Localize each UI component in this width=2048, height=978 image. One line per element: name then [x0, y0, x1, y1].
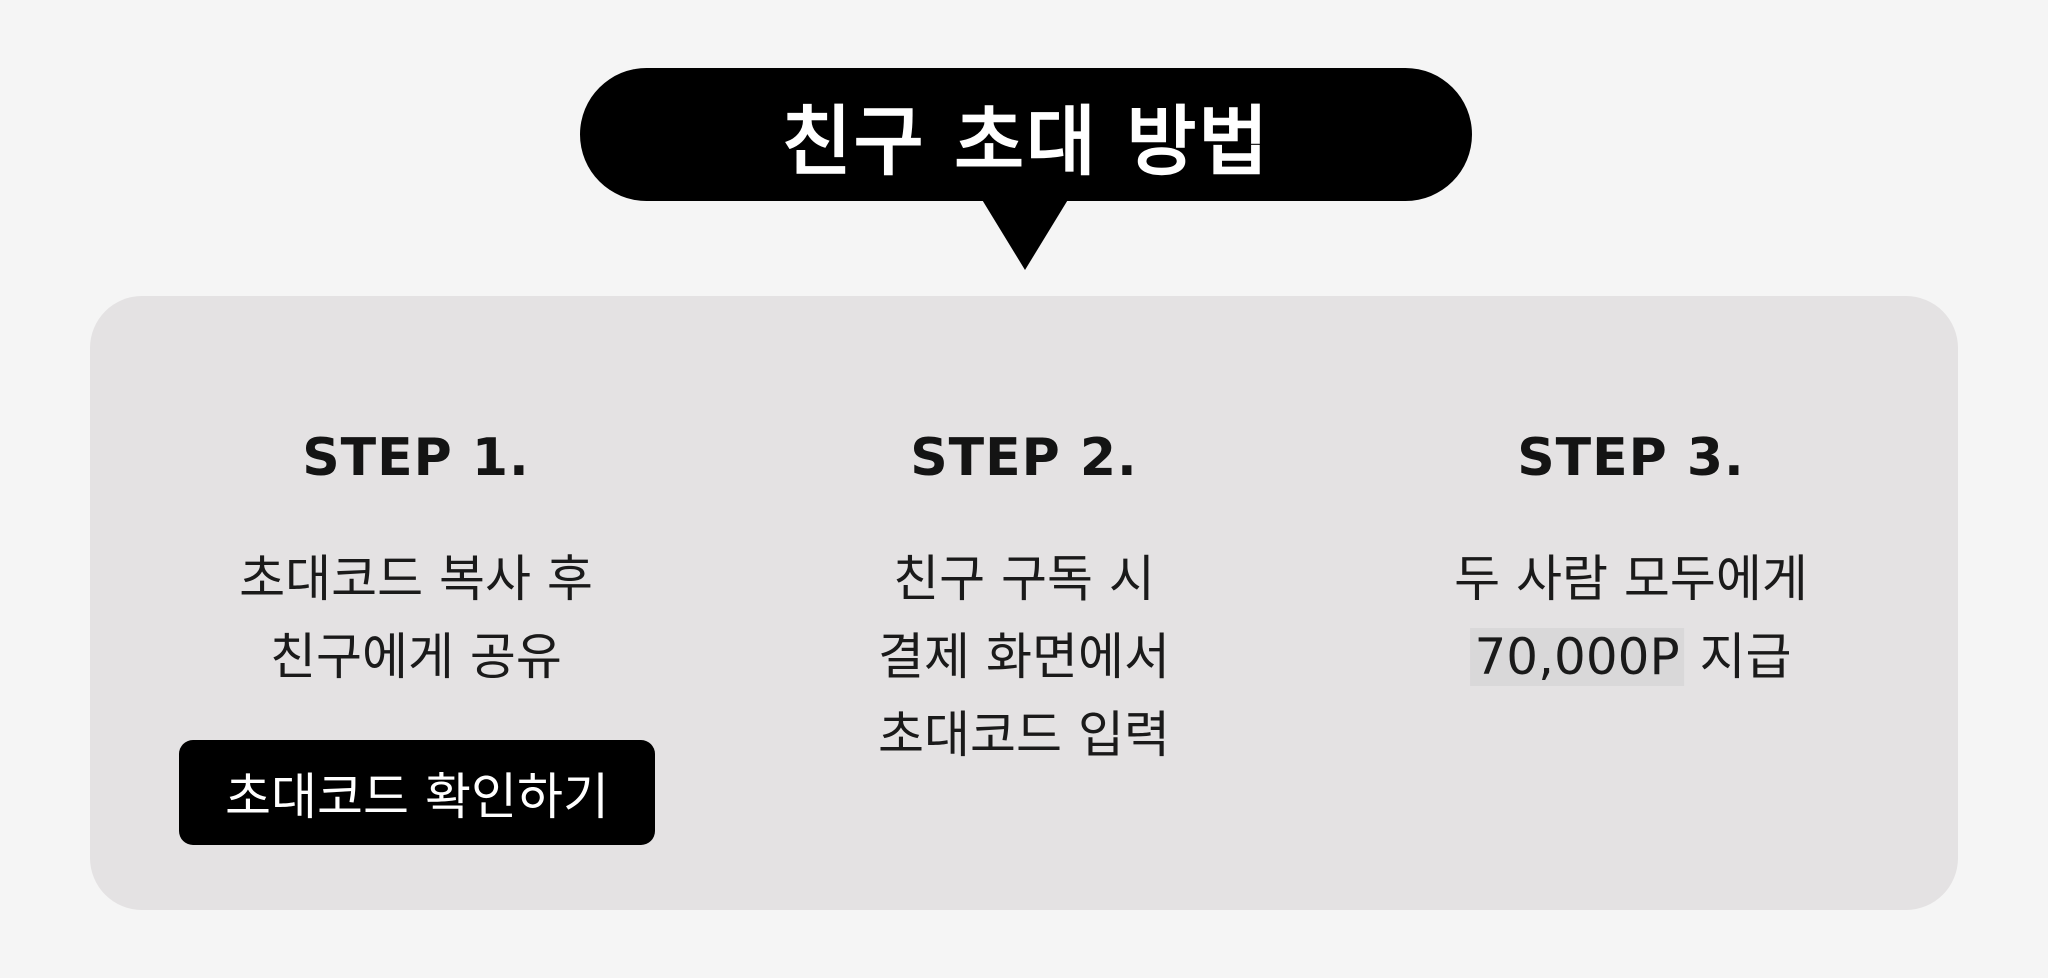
step-2-title: STEP 2.	[910, 428, 1138, 488]
step-2-line-3: 초대코드 입력	[878, 706, 1170, 764]
check-invite-code-button[interactable]: 초대코드 확인하기	[179, 740, 655, 845]
reward-suffix: 지급	[1683, 628, 1792, 686]
step-1: STEP 1. 초대코드 복사 후 친구에게 공유	[239, 428, 593, 696]
steps-card: STEP 1. 초대코드 복사 후 친구에게 공유 STEP 2. 친구 구독 …	[90, 296, 1958, 910]
page-title: 친구 초대 방법	[781, 96, 1271, 186]
step-3-reward-line: 70,000P 지급	[1454, 618, 1808, 696]
step-2-line-2: 결제 화면에서	[878, 628, 1170, 686]
step-1-line-2: 친구에게 공유	[270, 628, 562, 686]
step-2-line-1: 친구 구독 시	[893, 550, 1155, 608]
step-1-line-1: 초대코드 복사 후	[239, 550, 593, 608]
step-2: STEP 2. 친구 구독 시 결제 화면에서 초대코드 입력	[878, 428, 1170, 774]
step-1-title: STEP 1.	[302, 428, 530, 488]
speech-bubble-tail	[981, 198, 1069, 270]
step-3-title: STEP 3.	[1517, 428, 1745, 488]
header-speech-bubble: 친구 초대 방법	[580, 68, 1472, 201]
step-3-line-1: 두 사람 모두에게	[1454, 550, 1808, 608]
step-3: STEP 3. 두 사람 모두에게 70,000P 지급	[1454, 428, 1808, 696]
reward-amount: 70,000P	[1470, 628, 1684, 686]
